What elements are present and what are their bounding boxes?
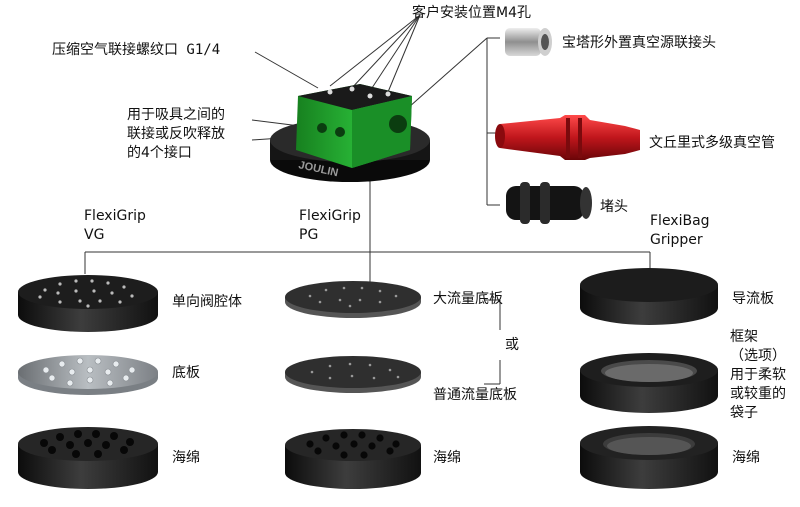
bag-flow-plate (580, 268, 718, 325)
vg-sponge (18, 427, 158, 489)
label-pg-layer3: 海绵 (433, 450, 461, 466)
col-vg-name: FlexiGrip VG (84, 208, 146, 243)
label-vg-layer3: 海绵 (172, 450, 200, 466)
label-vg-layer1: 单向阀腔体 (172, 294, 242, 310)
col-pg-name: FlexiGrip PG (299, 208, 361, 243)
label-mount-holes: 客户安装位置M4孔 (412, 5, 531, 21)
label-ports: 用于吸具之间的 联接或反吹释放 的4个接口 (127, 107, 225, 161)
label-bag-layer1: 导流板 (732, 291, 774, 307)
label-venturi: 文丘里式多级真空管 (649, 135, 775, 151)
label-pg-or: 或 (505, 337, 519, 353)
leader-lines (84, 14, 651, 385)
pg-high-flow-plate (285, 281, 421, 318)
bag-sponge (580, 426, 718, 489)
label-pg-layer2: 普通流量底板 (433, 387, 517, 403)
pg-standard-flow-plate (285, 356, 421, 393)
label-bag-layer3: 海绵 (732, 450, 760, 466)
col-bag-name: FlexiBag Gripper (650, 213, 710, 248)
label-air-port: 压缩空气联接螺纹口 G1/4 (52, 42, 221, 58)
bag-frame (580, 353, 718, 413)
label-pg-layer1: 大流量底板 (433, 291, 503, 307)
pagoda-connector-illustration (505, 28, 552, 56)
vg-check-valve-body (18, 275, 158, 332)
plug-illustration (506, 182, 592, 224)
valve-block-illustration: JOULIN (270, 84, 430, 182)
label-bag-layer2: 框架 （选项） 用于柔软 或较重的 袋子 (730, 329, 786, 421)
label-plug: 堵头 (600, 199, 628, 215)
label-vg-layer2: 底板 (172, 365, 200, 381)
label-pagoda: 宝塔形外置真空源联接头 (562, 35, 716, 51)
vg-base-plate (18, 355, 158, 395)
pg-sponge (285, 429, 421, 489)
venturi-tube-illustration (495, 115, 640, 160)
